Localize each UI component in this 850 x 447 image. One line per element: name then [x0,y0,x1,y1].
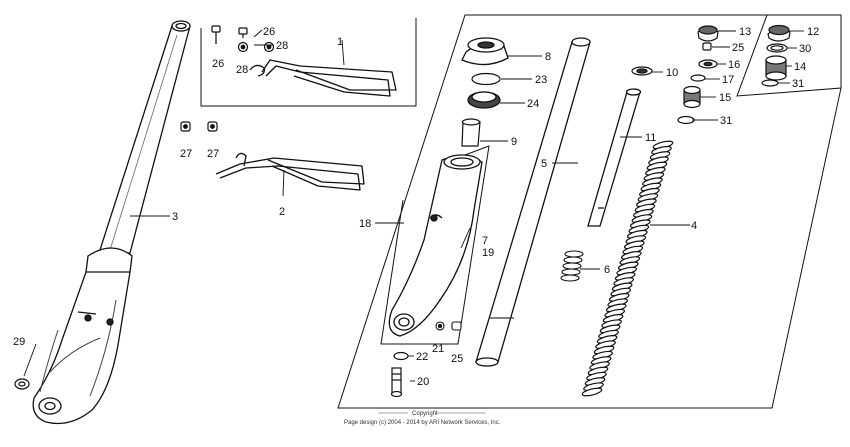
brake-cable-bracket-upper [249,59,397,97]
callout-9: 9 [511,136,517,148]
fork-slider-part-18 [380,145,490,345]
washer-part-29 [14,378,30,390]
callout-28-right: 28 [276,40,288,52]
callout-22: 22 [416,351,428,363]
plug-part-14 [765,55,787,81]
callout-27-left: 27 [180,148,192,160]
callout-18: 18 [359,218,371,230]
callout-25-upper: 25 [732,42,744,54]
damper-rod-part-11 [587,88,642,227]
bolts-part-26 [211,25,248,44]
leader-lines [23,29,804,382]
copyright-footer: Copyright Page design (c) 2004 - 2014 by… [344,411,501,426]
callout-11: 11 [645,132,656,144]
callout-10: 10 [666,67,678,79]
o-ring-part-30 [766,43,788,53]
piston-ring-part-10 [631,66,653,76]
callout-7: 7 [482,235,488,247]
fork-tube-part-5 [475,37,591,367]
stop-ring-part-23 [471,72,501,86]
callout-labels: 1 2 3 4 5 6 7 8 9 10 11 12 13 14 15 16 1… [13,26,819,388]
copyright-label: Copyright [412,411,438,417]
cap-bolt-part-13 [697,25,719,42]
callout-25-lower: 25 [451,353,463,365]
callout-14: 14 [794,61,806,73]
guide-bushing-part-9 [461,118,481,147]
oil-seal-part-24 [467,91,501,109]
fork-tube-top [171,20,191,32]
bracket-inset-frame [200,18,417,107]
spring-seat-part-16 [698,59,718,69]
callout-17: 17 [722,74,734,86]
callout-30: 30 [799,43,811,55]
callout-26-left: 26 [212,58,224,70]
callout-13: 13 [739,26,751,38]
callout-20: 20 [417,376,429,388]
spring-part-15 [683,85,701,109]
callout-19: 19 [482,247,494,259]
callout-5: 5 [541,158,547,170]
callout-29: 29 [13,336,25,348]
spring-coil [581,387,603,397]
fork-outer-slider [32,271,131,425]
fork-leg-assembly [32,20,191,425]
o-ring-part-31-lower [677,115,695,125]
callout-4: 4 [691,220,697,232]
washer-part-22 [393,351,409,361]
rebound-spring-part-6 [560,250,584,282]
dust-seal-part-8 [461,37,509,66]
screws-part-27 [180,121,218,132]
cap-parts-subpanel [736,14,842,97]
axle-boss [38,397,62,415]
o-ring-part-31-upper [761,79,779,87]
panel-frames [200,14,842,409]
callout-1: 1 [337,36,343,48]
callout-12: 12 [807,26,819,38]
brake-cable-bracket-lower [215,152,365,191]
callout-21: 21 [432,343,444,355]
bolt-part-25-upper [702,42,712,51]
callout-3: 3 [172,211,178,223]
o-ring-part-17 [690,74,706,82]
callout-2: 2 [279,206,285,218]
callout-31-lower: 31 [720,115,732,127]
callout-31-upper: 31 [792,78,804,90]
callout-23: 23 [535,74,547,86]
callout-15: 15 [719,92,731,104]
drain-bolt-parts-21-25 [435,321,462,331]
callout-27-right: 27 [207,148,219,160]
fork-spring-part-4 [581,140,674,397]
callout-24: 24 [527,98,539,110]
fork-cap-part-12 [767,24,791,42]
copyright-line: Page design (c) 2004 - 2014 by ARI Netwo… [344,420,501,426]
callout-8: 8 [545,51,551,63]
socket-bolt-part-20 [390,367,403,398]
callout-6: 6 [604,264,610,276]
callout-28-left: 28 [236,64,248,76]
callout-16: 16 [728,59,740,71]
nuts-part-28 [237,41,275,53]
callout-26-right: 26 [263,26,275,38]
